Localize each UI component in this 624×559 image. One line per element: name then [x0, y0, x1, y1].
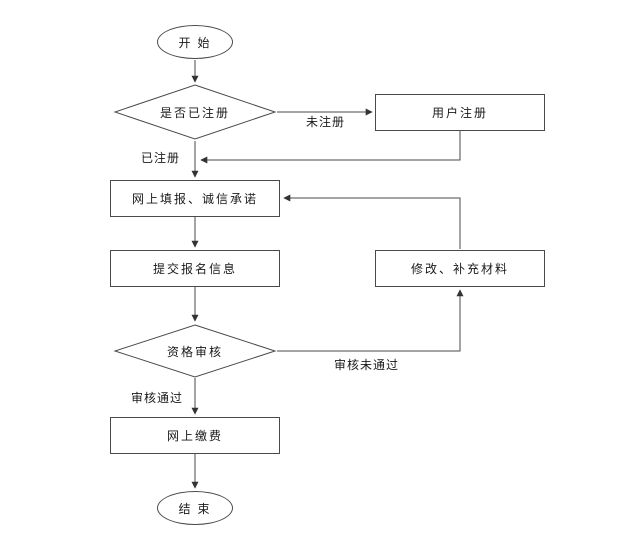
- process-online-payment-label: 网上缴费: [166, 429, 223, 443]
- process-submit-info-label: 提交报名信息: [152, 262, 237, 276]
- start-node-label: 开 始: [178, 35, 212, 50]
- diamond-shape: [113, 324, 277, 378]
- decision-qualification-review: 资格审核: [113, 324, 277, 378]
- process-modify-materials-label: 修改、补充材料: [410, 262, 509, 276]
- edge-label-registered: 已注册: [141, 151, 181, 165]
- end-node: 结 束: [157, 491, 233, 525]
- process-user-register: 用户注册: [375, 94, 545, 131]
- diamond-shape: [113, 84, 277, 140]
- process-modify-materials: 修改、补充材料: [375, 250, 545, 287]
- process-online-payment: 网上缴费: [110, 417, 280, 454]
- start-node: 开 始: [157, 25, 233, 59]
- edge-label-review-failed: 审核未通过: [334, 358, 400, 372]
- process-user-register-label: 用户注册: [431, 106, 488, 120]
- edge-label-review-passed: 审核通过: [131, 391, 184, 405]
- edge-label-not-registered: 未注册: [306, 115, 346, 129]
- process-online-fill: 网上填报、诚信承诺: [110, 180, 280, 217]
- decision-is-registered: 是否已注册: [113, 84, 277, 140]
- decision-is-registered-label: 是否已注册: [159, 105, 230, 120]
- end-node-label: 结 束: [178, 501, 212, 516]
- process-online-fill-label: 网上填报、诚信承诺: [131, 192, 258, 206]
- process-submit-info: 提交报名信息: [110, 250, 280, 287]
- decision-qualification-review-label: 资格审核: [166, 344, 223, 359]
